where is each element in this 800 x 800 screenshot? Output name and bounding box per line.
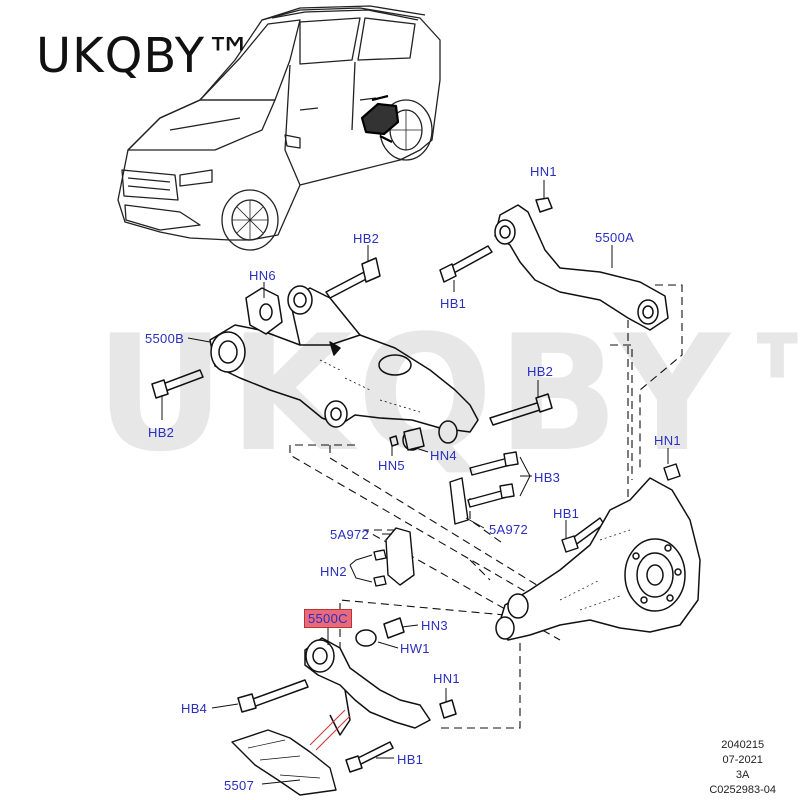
upper-control-arm-5500a (439, 197, 669, 331)
callout-hn6: HN6 (249, 268, 276, 283)
callout-hn3: HN3 (421, 618, 448, 633)
callout-hn1-top: HN1 (530, 164, 557, 179)
drawing-code: C0252983-04 (709, 784, 776, 796)
lower-control-arm-5500c (237, 617, 457, 773)
drawing-reference-block: 2040215 07-2021 3A C0252983-04 (709, 738, 776, 798)
callout-leaders (161, 180, 669, 785)
drawing-revision: 3A (735, 769, 750, 781)
drawing-date: 07-2021 (722, 754, 763, 766)
callout-hb3: HB3 (534, 470, 561, 485)
callout-hb1-bottom: HB1 (397, 752, 424, 767)
callout-hb1-mid: HB1 (553, 506, 580, 521)
callout-hw1: HW1 (400, 641, 430, 656)
callout-hb2-right: HB2 (527, 364, 554, 379)
callout-5507: 5507 (224, 778, 255, 793)
bracket-assembly-hb3 (373, 451, 681, 587)
callout-5a972-right: 5A972 (489, 522, 529, 537)
callout-hn1-right: HN1 (654, 433, 681, 448)
knuckle-hub (495, 477, 701, 641)
watermark-text: UKQBY™ (95, 300, 800, 487)
vehicle-illustration (117, 5, 441, 251)
leader-lines (289, 284, 683, 729)
callout-hn5: HN5 (378, 458, 405, 473)
brand-logo-text: UKQBY™ (36, 28, 255, 84)
callout-hb1-top: HB1 (440, 296, 467, 311)
callout-hn1-bottom: HN1 (433, 671, 460, 686)
callout-5a972-left: 5A972 (330, 527, 370, 542)
callout-hb2-left: HB2 (148, 425, 175, 440)
callout-5500b: 5500B (145, 331, 185, 346)
splash-shield-5507 (231, 729, 337, 796)
callout-hb4: HB4 (181, 701, 208, 716)
callout-hb2-top: HB2 (353, 231, 380, 246)
subframe-5500b (151, 257, 553, 451)
drawing-number: 2040215 (721, 739, 765, 751)
callout-hn4: HN4 (430, 448, 457, 463)
callout-hn2: HN2 (320, 564, 347, 579)
callout-5500a: 5500A (595, 230, 635, 245)
callout-5500c-highlighted: 5500C (304, 609, 352, 628)
